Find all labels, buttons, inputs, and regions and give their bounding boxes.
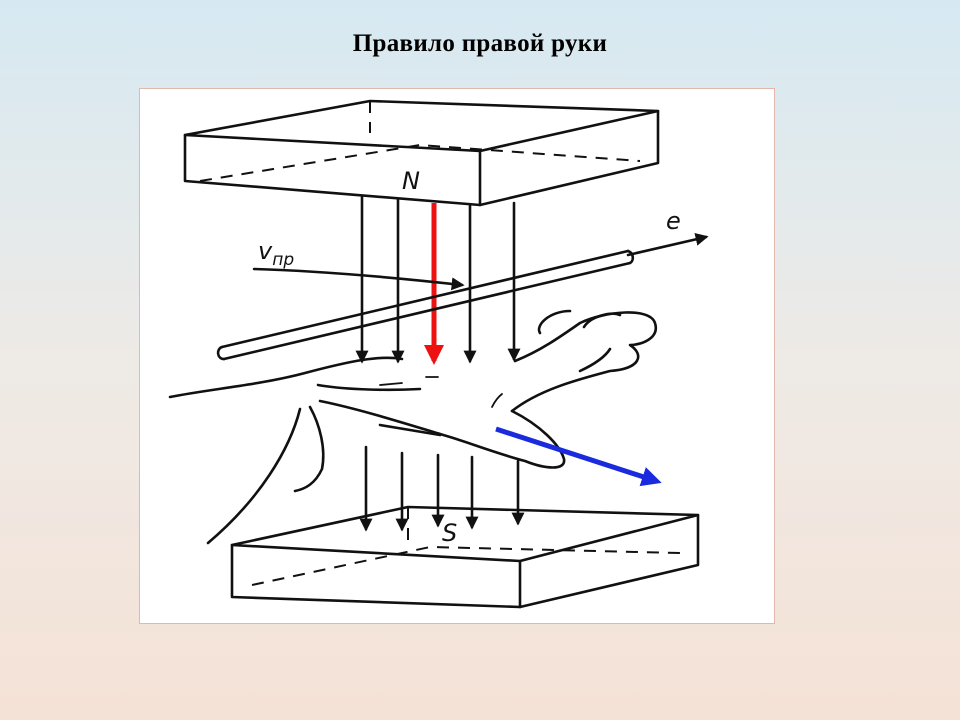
right-hand-rule-diagram: N [168,99,709,609]
velocity-subscript: пр [272,250,294,270]
south-magnet: S [230,505,700,609]
north-magnet: N [183,99,660,207]
velocity-label: v [258,237,273,265]
conductor-rod: e [216,207,709,361]
field-lines-upper [355,195,521,364]
south-pole-label: S [442,519,457,547]
north-pole-label: N [402,167,420,195]
slide-title: Правило правой руки [352,30,608,57]
emf-label: e [666,207,681,235]
velocity-indicator: vпр [252,237,465,291]
field-lines-lower [359,445,525,532]
emf-direction-arrow [495,426,662,487]
diagram-frame: N [139,88,775,624]
right-hand [168,309,658,545]
svg-text:vпр: vпр [258,237,294,270]
